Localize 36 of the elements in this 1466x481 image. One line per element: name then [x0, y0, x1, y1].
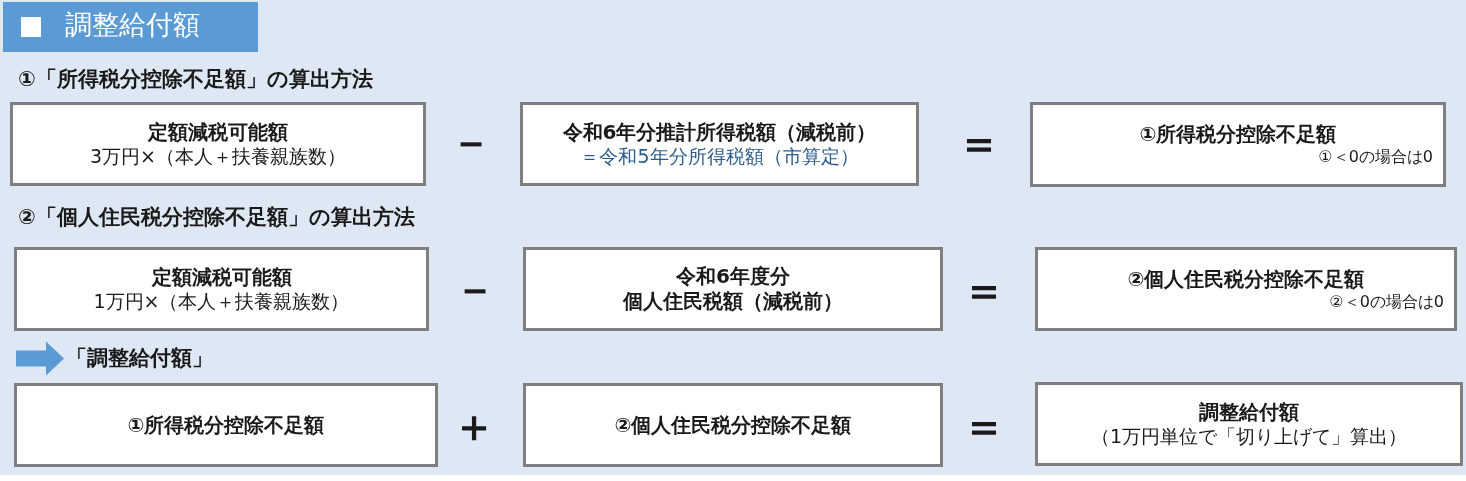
formula-box — [1030, 102, 1446, 187]
box-text: ＝令和5年分所得税額（市算定） — [580, 144, 859, 169]
formula-box — [10, 102, 426, 186]
box-text: 3万円×（本人＋扶養親族数） — [90, 144, 346, 169]
minus-sign: － — [449, 120, 493, 164]
formula-box — [14, 247, 429, 331]
formula-box — [523, 383, 943, 467]
equals-sign: ＝ — [962, 268, 1006, 312]
note-text: ②＜0の場合は0 — [1329, 291, 1444, 312]
formula-box — [523, 247, 943, 331]
box-heading: 個人住民税額（減税前） — [623, 289, 843, 314]
formula-box — [14, 383, 438, 467]
box-heading: ①所得税分控除不足額 — [1139, 122, 1337, 148]
box-heading: ②個人住民税分控除不足額 — [1127, 266, 1365, 292]
equals-sign: ＝ — [962, 404, 1006, 448]
equals-sign: ＝ — [957, 121, 1001, 165]
box-heading: 令和6年度分 — [676, 264, 790, 289]
box-text: （1万円単位で「切り上げて」算出） — [1090, 424, 1408, 449]
box-heading: 定額減税可能額 — [151, 264, 292, 290]
section-heading: ①「所得税分控除不足額」の算出方法 — [18, 67, 373, 93]
box-heading: 定額減税可能額 — [148, 119, 288, 145]
plus-sign: ＋ — [452, 404, 496, 448]
box-heading: ②個人住民税分控除不足額 — [614, 412, 852, 438]
box-heading: 調整給付額 — [1199, 399, 1299, 425]
formula-box — [1035, 247, 1457, 331]
box-text: 1万円×（本人＋扶養親族数） — [93, 289, 350, 314]
formula-box — [1035, 382, 1463, 466]
note-text: ①＜0の場合は0 — [1318, 147, 1433, 167]
block-arrow — [16, 341, 64, 376]
formula-box — [520, 102, 919, 186]
section-heading: 「調整給付額」 — [66, 346, 213, 372]
box-heading: 令和6年分推計所得税額（減税前） — [562, 119, 877, 145]
box-heading: ①所得税分控除不足額 — [127, 412, 325, 438]
section-heading: ②「個人住民税分控除不足額」の算出方法 — [18, 205, 415, 231]
title-text: 調整給付額 — [65, 9, 200, 42]
minus-sign: － — [453, 267, 497, 311]
